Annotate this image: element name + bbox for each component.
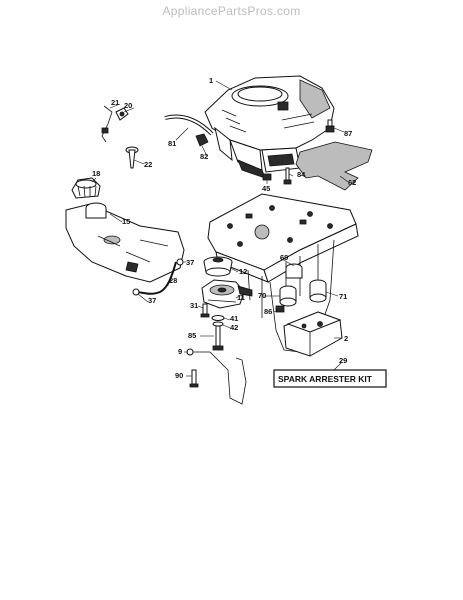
spark-arrester-kit-box[interactable] bbox=[273, 369, 387, 388]
callout-71: 71 bbox=[339, 292, 347, 301]
callout-31: 31 bbox=[190, 301, 198, 310]
washer-42[interactable] bbox=[212, 321, 224, 327]
clip-20[interactable] bbox=[115, 107, 129, 121]
site-watermark: AppliancePartsPros.com bbox=[162, 4, 301, 18]
callout-37-lower: 37 bbox=[148, 296, 156, 305]
spark-arrester-kit-label: SPARK ARRESTER KIT bbox=[278, 374, 373, 384]
callout-90: 90 bbox=[175, 371, 183, 380]
bolt-85[interactable] bbox=[212, 325, 224, 351]
callout-9: 9 bbox=[178, 347, 182, 356]
clamp-37-lower[interactable] bbox=[132, 288, 140, 296]
callout-29: 29 bbox=[339, 356, 347, 365]
callout-12: 12 bbox=[239, 267, 247, 276]
callout-86: 86 bbox=[264, 307, 272, 316]
fuel-clamp-82[interactable] bbox=[195, 133, 209, 147]
spacer-69[interactable] bbox=[285, 263, 303, 279]
throttle-cable-21[interactable] bbox=[101, 105, 113, 143]
callout-21: 21 bbox=[111, 98, 119, 107]
plug-22[interactable] bbox=[125, 146, 139, 169]
callout-62: 62 bbox=[348, 178, 356, 187]
muffler-2[interactable] bbox=[283, 311, 343, 357]
callout-82: 82 bbox=[200, 152, 208, 161]
callout-42: 42 bbox=[230, 323, 238, 332]
callout-87: 87 bbox=[344, 129, 352, 138]
nut-45[interactable] bbox=[262, 173, 272, 181]
callout-labels: 1 21 20 87 81 82 22 45 84 62 18 15 37 12… bbox=[92, 76, 373, 384]
electric-clutch-11[interactable] bbox=[201, 279, 253, 309]
callout-37-upper: 37 bbox=[186, 258, 194, 267]
bolt-31[interactable] bbox=[200, 303, 210, 318]
leader-lines bbox=[91, 80, 349, 377]
callout-28: 28 bbox=[169, 276, 177, 285]
fuel-line-28[interactable] bbox=[135, 261, 177, 295]
bolt-90[interactable] bbox=[189, 369, 199, 388]
heat-shield-plate[interactable] bbox=[295, 141, 373, 191]
callout-11: 11 bbox=[237, 293, 245, 302]
callout-41: 41 bbox=[230, 314, 238, 323]
callout-84: 84 bbox=[297, 170, 306, 179]
fuel-cap-18[interactable] bbox=[71, 177, 101, 199]
callout-2: 2 bbox=[344, 334, 348, 343]
callout-15: 15 bbox=[122, 217, 130, 226]
fuel-tank-15[interactable] bbox=[65, 202, 185, 283]
callout-22: 22 bbox=[144, 160, 152, 169]
callout-81: 81 bbox=[168, 139, 176, 148]
spacer-71[interactable] bbox=[309, 279, 327, 303]
clamp-37-upper[interactable] bbox=[176, 258, 184, 266]
spacer-70[interactable] bbox=[279, 285, 297, 307]
nut-86[interactable] bbox=[275, 305, 285, 313]
callout-45: 45 bbox=[262, 184, 270, 193]
callout-1: 1 bbox=[209, 76, 213, 85]
callout-18: 18 bbox=[92, 169, 100, 178]
callout-20: 20 bbox=[124, 101, 132, 110]
pulley-12[interactable] bbox=[203, 256, 233, 277]
callout-70: 70 bbox=[258, 291, 266, 300]
callout-69: 69 bbox=[280, 253, 288, 262]
bolt-84[interactable] bbox=[283, 167, 292, 185]
washer-41[interactable] bbox=[211, 315, 225, 321]
engine-assembly[interactable] bbox=[204, 75, 335, 179]
callout-85: 85 bbox=[188, 331, 196, 340]
bolt-87[interactable] bbox=[325, 119, 335, 133]
